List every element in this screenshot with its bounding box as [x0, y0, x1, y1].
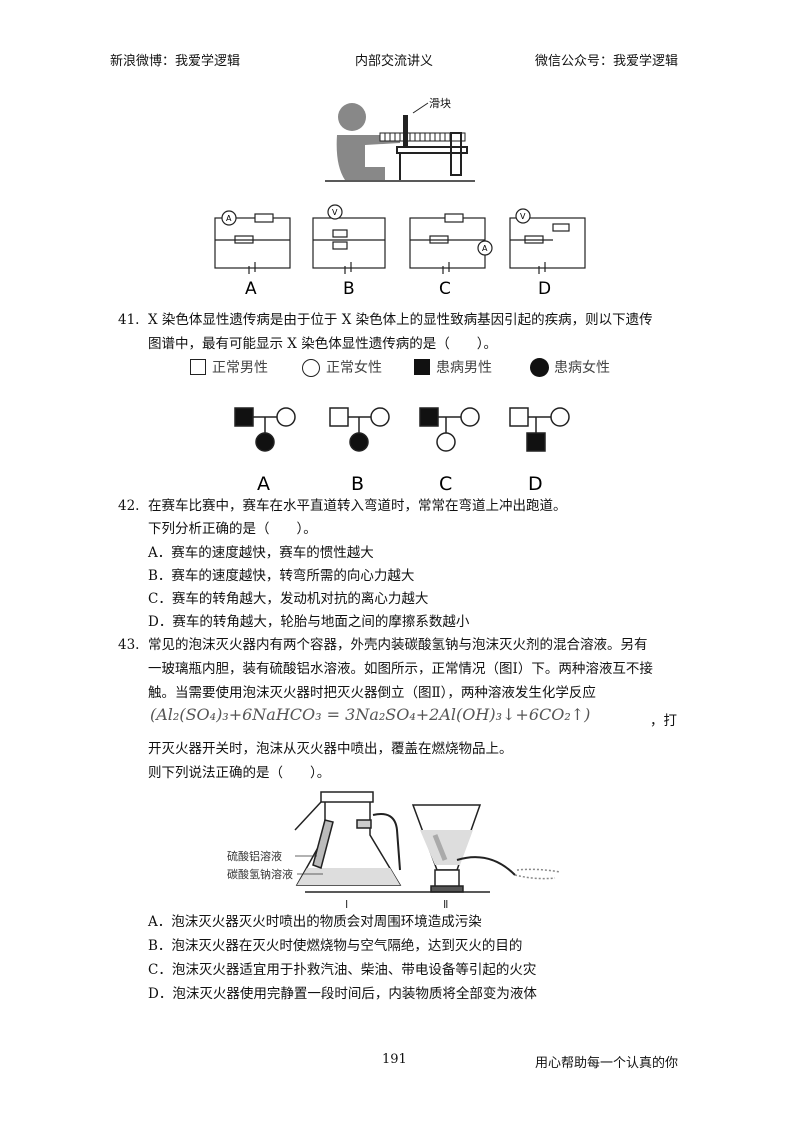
q43-number: 43.: [118, 637, 140, 653]
q42-option-b: B．赛车的速度越快，转弯所需的向心力越大: [148, 568, 415, 584]
q43-line4: 开灭火器开关时，泡沫从灭火器中喷出，覆盖在燃烧物品上。: [148, 741, 513, 757]
pedigree-label-c: C: [439, 473, 452, 495]
circuit-label-d: D: [538, 279, 551, 299]
slider-label: 滑块: [429, 97, 451, 110]
q43-option-c: C．泡沫灭火器适宜用于扑救汽油、柴油、带电设备等引起的火灾: [148, 962, 537, 978]
q43-line3: 触。当需要使用泡沫灭火器时把灭火器倒立（图Ⅱ），两种溶液发生化学反应: [148, 685, 596, 701]
svg-text:V: V: [520, 212, 526, 221]
circuit-diagrams: A V A V A B C D: [214, 204, 586, 299]
affected-female-symbol: [530, 358, 549, 377]
header-right: 微信公众号：我爱学逻辑: [535, 54, 679, 69]
q43-line2: 一玻璃瓶内胆，装有硫酸铝水溶液。如图所示，正常情况（图Ⅰ）下。两种溶液互不接: [148, 661, 653, 677]
legend-normal-female: 正常女性: [326, 360, 382, 376]
q41-number: 41.: [118, 312, 140, 328]
q42-option-d: D．赛车的转角越大，轮胎与地面之间的摩擦系数越小: [148, 614, 470, 630]
slider-figure: 滑块: [325, 95, 475, 185]
circuit-label-c: C: [439, 279, 451, 299]
legend-affected-female: 患病女性: [554, 360, 610, 376]
q42-option-c: C．赛车的转角越大，发动机对抗的离心力越大: [148, 591, 429, 607]
fire-extinguisher-figure: 硫酸铝溶液 碳酸氢钠溶液 Ⅰ Ⅱ: [227, 791, 561, 911]
figure-numeral-1: Ⅰ: [345, 898, 348, 911]
q42-line1: 在赛车比赛中，赛车在水平直道转入弯道时，常常在弯道上冲出跑道。: [148, 498, 567, 514]
normal-male-symbol: [190, 359, 206, 375]
q42-line2: 下列分析正确的是（ ）。: [148, 521, 317, 537]
q43-option-d: D．泡沫灭火器使用完静置一段时间后，内装物质将全部变为液体: [148, 986, 537, 1002]
q43-equation: (Al₂(SO₄)₃+6NaHCO₃ = 3Na₂SO₄+2Al(OH)₃↓+6…: [150, 705, 591, 724]
q41-line2: 图谱中，最有可能显示 X 染色体显性遗传病的是（ ）。: [148, 336, 497, 352]
pedigree-label-a: A: [257, 473, 270, 495]
q41-line1: X 染色体显性遗传病是由于位于 X 染色体上的显性致病基因引起的疾病，则以下遗传: [148, 312, 653, 328]
pedigree-label-d: D: [528, 473, 543, 495]
affected-male-symbol: [414, 359, 430, 375]
pedigree-legend: 正常男性 正常女性 患病男性 患病女性: [190, 356, 630, 380]
label-aluminium-sulfate: 硫酸铝溶液: [227, 849, 282, 863]
q43-option-a: A．泡沫灭火器灭火时喷出的物质会对周围环境造成污染: [148, 914, 482, 930]
footer-slogan: 用心帮助每一个认真的你: [535, 1056, 679, 1071]
label-sodium-bicarbonate: 碳酸氢钠溶液: [227, 867, 293, 881]
header-center: 内部交流讲义: [355, 54, 434, 69]
header-left: 新浪微博：我爱学逻辑: [110, 54, 241, 69]
legend-affected-male: 患病男性: [436, 360, 492, 376]
figure-numeral-2: Ⅱ: [443, 898, 448, 911]
q43-line1: 常见的泡沫灭火器内有两个容器，外壳内装碳酸氢钠与泡沫灭火剂的混合溶液。另有: [148, 637, 648, 653]
pedigree-label-b: B: [351, 473, 364, 495]
q43-line5: 则下列说法正确的是（ ）。: [148, 765, 331, 781]
slider-block: [403, 115, 408, 147]
circuit-label-b: B: [343, 279, 355, 299]
svg-text:A: A: [482, 244, 488, 253]
q43-option-b: B．泡沫灭火器在灭火时使燃烧物与空气隔绝，达到灭火的目的: [148, 938, 523, 954]
pedigree-charts: A B C D: [234, 407, 570, 495]
svg-text:A: A: [226, 214, 232, 223]
legend-normal-male: 正常男性: [212, 360, 268, 376]
q42-number: 42.: [118, 498, 140, 514]
person-head: [338, 103, 366, 131]
q43-eq-tail: ，打: [650, 713, 677, 729]
q42-option-a: A．赛车的速度越快，赛车的惯性越大: [148, 545, 374, 561]
normal-female-symbol: [302, 359, 320, 377]
circuit-label-a: A: [245, 279, 257, 299]
person-body: [336, 135, 400, 180]
page-number: 191: [382, 1052, 407, 1067]
svg-text:V: V: [332, 208, 338, 217]
